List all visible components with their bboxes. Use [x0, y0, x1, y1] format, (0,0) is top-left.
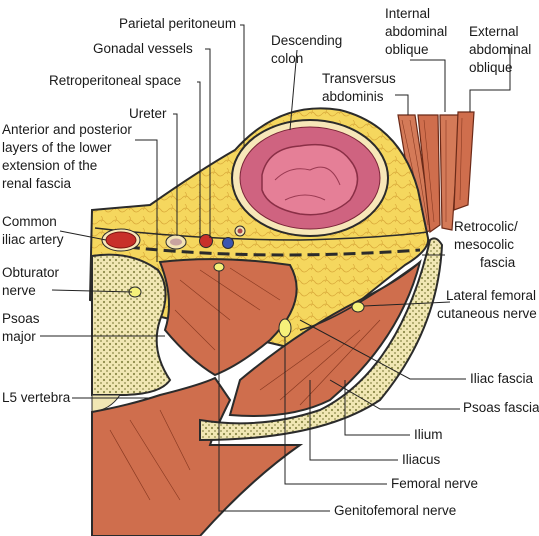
descending-colon — [231, 119, 389, 237]
lower-muscle-mass — [91, 376, 304, 536]
label-internal-oblique-line2: abdominal — [385, 24, 447, 39]
vessels — [101, 225, 246, 252]
label-obturator-line2: nerve — [2, 283, 36, 298]
psoas-major-muscle — [158, 258, 298, 377]
abdominal-wall-muscles — [397, 111, 475, 236]
iliac-fascia-line — [299, 261, 421, 331]
renal-fascia-lines — [94, 227, 429, 241]
label-renal-fascia-line1: Anterior and posterior — [2, 122, 132, 137]
leader-lines — [40, 24, 511, 512]
label-descending-line2: colon — [271, 51, 303, 66]
label-external-oblique-line3: oblique — [469, 60, 513, 75]
label-retrocolic-line2: mesocolic — [454, 237, 514, 252]
label-common-iliac-line1: Common — [2, 214, 57, 229]
label-parietal-peritoneum: Parietal peritoneum — [119, 16, 236, 31]
label-common-iliac-line2: iliac artery — [2, 232, 64, 247]
label-psoas-line1: Psoas — [2, 311, 40, 326]
label-genitofemoral-nerve: Genitofemoral nerve — [334, 503, 456, 518]
label-internal-oblique-line3: oblique — [385, 42, 429, 57]
label-external-oblique-line1: External — [469, 24, 519, 39]
label-femoral-nerve: Femoral nerve — [391, 476, 478, 491]
label-psoas-fascia: Psoas fascia — [463, 400, 539, 415]
label-renal-fascia-line4: renal fascia — [2, 176, 72, 191]
label-descending-line1: Descending — [271, 33, 342, 48]
label-internal-oblique-line1: Internal — [385, 6, 430, 21]
label-retrocolic-line1: Retrocolic/ — [454, 219, 518, 234]
label-obturator-line1: Obturator — [2, 265, 60, 280]
label-iliac-fascia: Iliac fascia — [470, 371, 534, 386]
ilium-bone — [199, 237, 444, 442]
label-lateral-femoral-line1: Lateral femoral — [446, 288, 536, 303]
label-l5-vertebra: L5 vertebra — [2, 390, 71, 405]
nerves — [128, 262, 365, 338]
label-ilium: Ilium — [414, 427, 443, 442]
label-psoas-line2: major — [2, 329, 36, 344]
label-renal-fascia-line3: extension of the — [2, 158, 97, 173]
label-retroperitoneal-space: Retroperitoneal space — [49, 73, 181, 88]
label-transversus-line1: Transversus — [322, 71, 396, 86]
label-gonadal-vessels: Gonadal vessels — [93, 41, 193, 56]
label-iliacus: Iliacus — [402, 452, 441, 467]
labels: Parietal peritoneum Gonadal vessels Retr… — [2, 6, 539, 518]
label-ureter: Ureter — [129, 106, 167, 121]
label-renal-fascia-line2: layers of the lower — [2, 140, 112, 155]
l5-vertebra — [91, 253, 172, 396]
label-retrocolic-line3: fascia — [480, 255, 516, 270]
label-transversus-line2: abdominis — [322, 89, 384, 104]
retrocolic-fascia-line — [109, 243, 421, 257]
label-lateral-femoral-line2: cutaneous nerve — [437, 306, 537, 321]
label-external-oblique-line2: abdominal — [469, 42, 531, 57]
